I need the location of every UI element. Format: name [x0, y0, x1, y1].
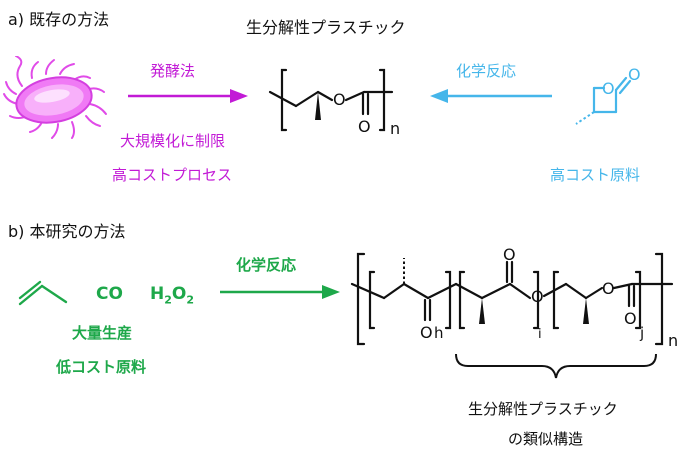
- high-cost-feedstock-note: 高コスト原料: [550, 166, 641, 184]
- ester-oxygen-j: O: [602, 279, 615, 298]
- high-cost-process-note: 高コストプロセス: [112, 166, 233, 184]
- lactone-monomer-structure: O O: [575, 65, 641, 125]
- carbon-monoxide-label: CO: [96, 284, 123, 304]
- repeat-subscript-n: n: [390, 119, 400, 138]
- lactone-carbonyl-oxygen: O: [628, 65, 641, 84]
- copolymer-structure: O O O O O h i j n: [350, 245, 678, 350]
- subscript-n: n: [668, 331, 678, 350]
- chemical-reaction-label-a: 化学反応: [456, 62, 517, 80]
- subscript-h: h: [434, 324, 444, 342]
- chemical-reaction-label-b: 化学反応: [236, 256, 297, 274]
- fermentation-arrow-label: 発酵法: [150, 62, 196, 80]
- fermentation-arrow: [128, 89, 248, 103]
- mass-production-note: 大量生産: [72, 324, 133, 342]
- low-cost-feedstock-note: 低コスト原料: [56, 358, 147, 376]
- carbonyl-oxygen-j: O: [624, 309, 637, 328]
- ester-oxygen-atom: O: [333, 90, 346, 109]
- ester-oxygen-i: O: [531, 287, 544, 306]
- lactone-ring-oxygen: O: [602, 79, 615, 98]
- chemical-reaction-arrow-b: [220, 285, 340, 299]
- subscript-j: j: [639, 324, 644, 342]
- bacterium-icon: [3, 56, 107, 139]
- scale-limit-note: 大規模化に制限: [120, 132, 226, 150]
- section-a-heading: a) 既存の方法: [8, 10, 110, 29]
- brace-label-line2: の類似構造: [508, 430, 584, 448]
- brace-label-line1: 生分解性プラスチック: [468, 400, 618, 418]
- carbonyl-oxygen-atom: O: [358, 117, 371, 136]
- phb-polymer-structure: O O n: [268, 68, 400, 138]
- subscript-i: i: [538, 327, 542, 342]
- ketone-oxygen-atom: O: [420, 323, 433, 342]
- ester-carbonyl-oxygen-i: O: [503, 245, 516, 264]
- chemical-reaction-arrow-a: [430, 89, 552, 103]
- section-b-heading: b) 本研究の方法: [8, 222, 126, 241]
- section-a-product-title: 生分解性プラスチック: [246, 18, 406, 37]
- curly-brace: [455, 353, 657, 379]
- ethylene-structure: [18, 280, 68, 306]
- hydrogen-peroxide-formula: H2O2: [150, 284, 194, 307]
